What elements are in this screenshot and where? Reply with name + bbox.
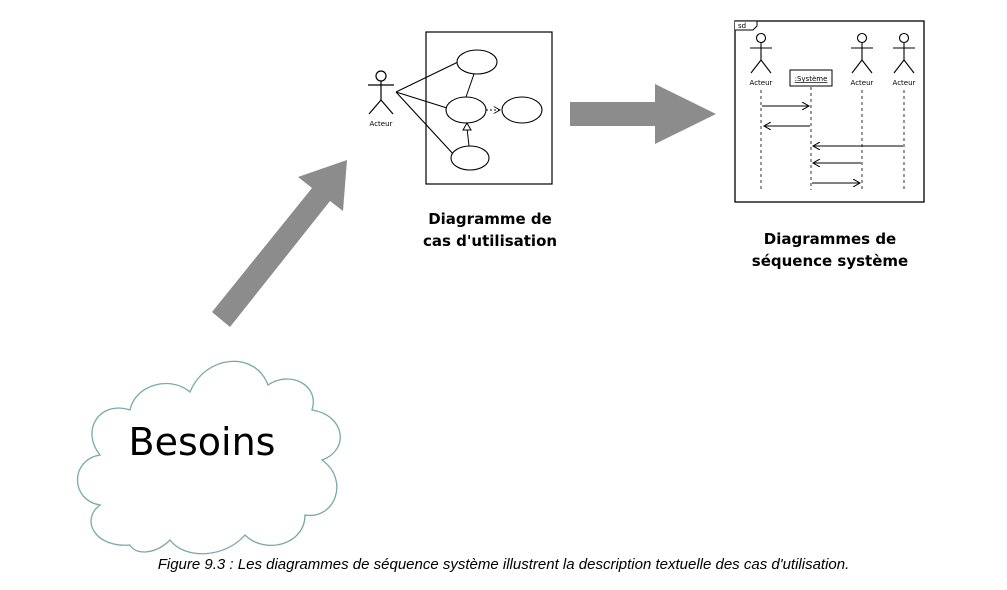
- actor-icon: [893, 32, 915, 74]
- actor-icon: [750, 32, 772, 74]
- use-case-diagram: Acteur Diagramme de cas d'utilisation: [368, 31, 557, 250]
- sequence-actor-mid-label: Acteur: [851, 79, 874, 87]
- sequence-title-line2: séquence système: [752, 252, 908, 270]
- sequence-title-line1: Diagrammes de: [764, 230, 896, 248]
- sequence-frame-tag: sd: [738, 22, 746, 30]
- actor-icon: [368, 70, 394, 115]
- use-case-ellipses: [445, 49, 543, 171]
- use-case-ellipse: [501, 96, 543, 124]
- actor-icon: [851, 32, 873, 74]
- besoins-label: Besoins: [129, 420, 276, 464]
- use-case-ellipse: [445, 96, 487, 124]
- use-case-actor-label: Acteur: [370, 120, 393, 128]
- sequence-actor-left-label: Acteur: [750, 79, 773, 87]
- use-case-title-line2: cas d'utilisation: [423, 232, 557, 250]
- big-arrow-right: [570, 84, 716, 144]
- use-case-ellipse: [450, 145, 490, 171]
- sequence-actor-right-label: Acteur: [893, 79, 916, 87]
- system-label: :Système: [795, 75, 828, 83]
- sequence-diagram: sd: [734, 20, 925, 270]
- use-case-title-line1: Diagramme de: [428, 210, 552, 228]
- besoins-cloud: Besoins: [77, 360, 341, 555]
- use-case-ellipse: [456, 49, 498, 75]
- system-box: [789, 69, 833, 87]
- big-arrow-up: [212, 160, 347, 327]
- figure-caption: Figure 9.3 : Les diagrammes de séquence …: [157, 556, 850, 573]
- sequence-frame: [734, 20, 925, 203]
